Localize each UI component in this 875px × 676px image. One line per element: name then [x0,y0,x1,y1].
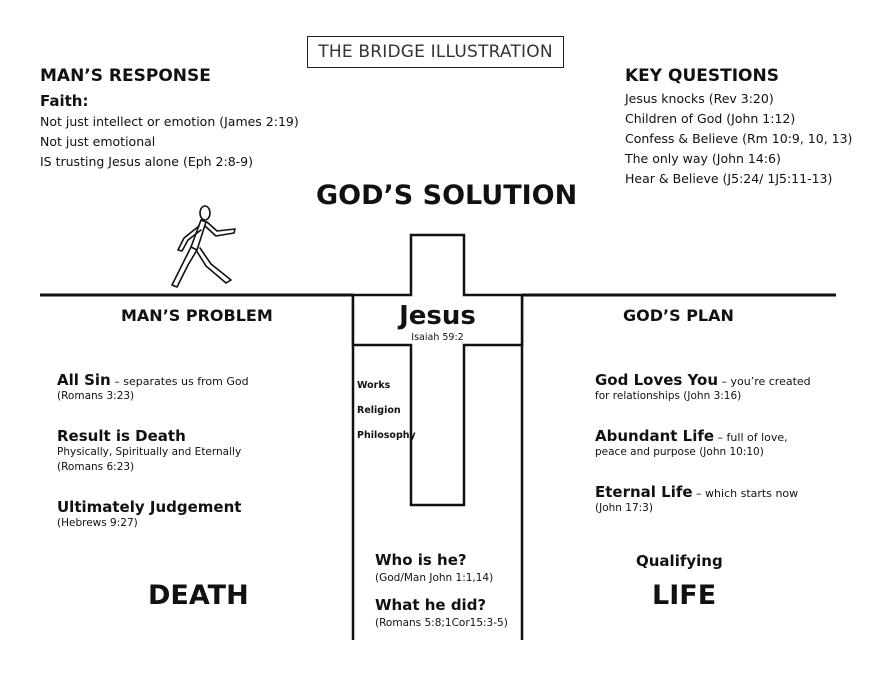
problem-item-line: (Romans 3:23) [57,390,135,402]
plan-item-detail: – full of love, [714,431,788,444]
plan-item-title: Abundant Life [595,427,715,445]
cross-label-religion: Religion [357,405,401,416]
life-label: LIFE [652,580,717,611]
plan-item-line: peace and purpose (John 10:10) [595,446,764,458]
plan-item-title: Eternal Life [595,483,693,501]
death-label: DEATH [148,580,249,611]
gods-plan-heading: GOD’S PLAN [623,306,734,325]
problem-item-title: Ultimately Judgement [57,498,242,516]
qualifying-label: Qualifying [636,552,723,570]
faith-label: Faith: [40,92,89,110]
plan-item-detail: – which starts now [692,487,799,500]
problem-item-line: (Hebrews 9:27) [57,517,138,529]
key-questions-heading: KEY QUESTIONS [625,66,779,86]
problem-item-line: Physically, Spiritually and Eternally [57,446,242,458]
problem-item-title: Result is Death [57,427,186,445]
problem-item-title: All Sin [57,371,111,389]
plan-item-detail: – you’re created [718,375,811,388]
mans-response-heading: MAN’S RESPONSE [40,66,211,86]
cross-shape [351,233,524,507]
plan-item-line: (John 17:3) [595,502,653,514]
mans-response-line: Not just intellect or emotion (James 2:1… [40,114,299,129]
mans-problem-heading: MAN’S PROBLEM [121,306,273,325]
key-question-line: Children of God (John 1:12) [625,111,796,126]
plan-item-abundant-life: Abundant Life – full of love, [595,426,788,445]
problem-item-judgement: Ultimately Judgement [57,497,241,516]
gods-solution-heading: GOD’S SOLUTION [316,180,578,211]
who-is-he-question: Who is he? [375,551,467,569]
who-is-he-reference: (God/Man John 1:1,14) [375,572,494,584]
plan-item-god-loves-you: God Loves You – you’re created [595,370,811,389]
what-he-did-reference: (Romans 5:8;1Cor15:3-5) [375,617,508,629]
cross-reference: Isaiah 59:2 [411,332,464,343]
mans-response-line: IS trusting Jesus alone (Eph 2:8-9) [40,154,254,169]
cross-label-works: Works [357,380,391,391]
problem-item-result-death: Result is Death [57,426,186,445]
cross-label-philosophy: Philosophy [357,430,416,441]
cross-name: Jesus [399,301,476,331]
walking-man-icon [171,205,236,288]
key-question-line: Hear & Believe (J5:24/ 1J5:11-13) [625,171,833,186]
plan-item-eternal-life: Eternal Life – which starts now [595,482,798,501]
key-question-line: Jesus knocks (Rev 3:20) [625,91,774,106]
plan-item-title: God Loves You [595,371,719,389]
problem-item-detail: – separates us from God [110,375,249,388]
mans-response-line: Not just emotional [40,134,156,149]
problem-item-all-sin: All Sin – separates us from God [57,370,249,389]
problem-item-line: (Romans 6:23) [57,461,135,473]
key-question-line: Confess & Believe (Rm 10:9, 10, 13) [625,131,853,146]
plan-item-line: for relationships (John 3:16) [595,390,742,402]
what-he-did-question: What he did? [375,596,487,614]
diagram-title: THE BRIDGE ILLUSTRATION [307,36,564,68]
key-question-line: The only way (John 14:6) [625,151,781,166]
